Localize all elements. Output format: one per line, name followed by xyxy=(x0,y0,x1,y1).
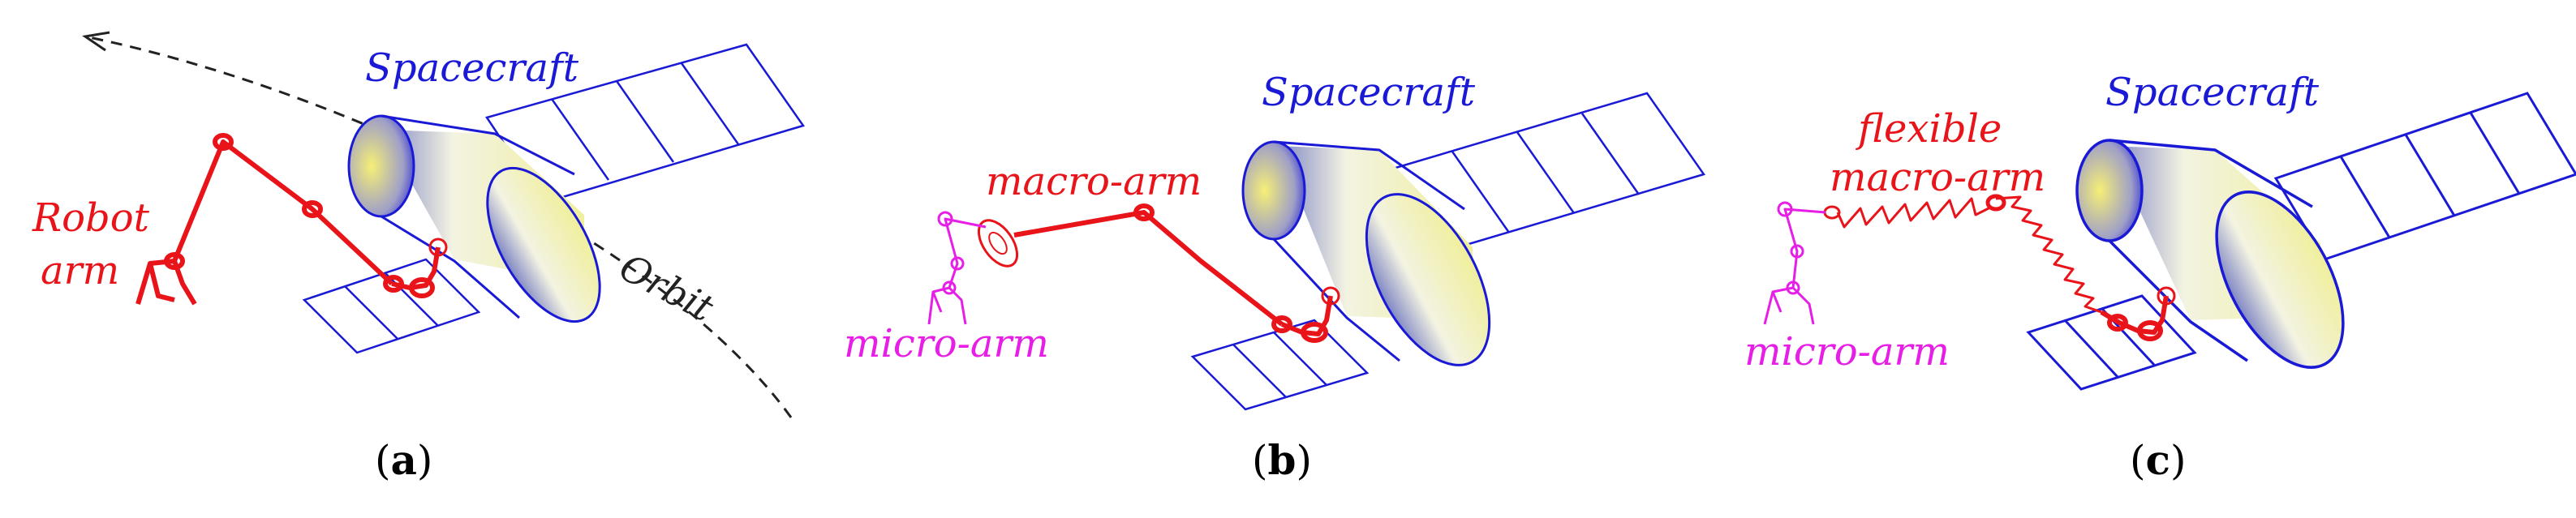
micro-arm-label: micro-arm xyxy=(844,321,1049,366)
robot-arm-label-line1: Robot xyxy=(32,195,150,241)
panel-c: Spacecraft flexible macro-arm micro-arm … xyxy=(1744,70,2576,484)
spacecraft-label: Spacecraft xyxy=(365,45,579,91)
micro-arm xyxy=(1763,201,1826,325)
robot-arm xyxy=(135,133,448,306)
orbit-arrow-icon xyxy=(82,31,110,52)
orbit-label: Orbit xyxy=(613,245,721,330)
spacecraft-label: Spacecraft xyxy=(2105,70,2320,115)
spacecraft-label: Spacecraft xyxy=(1262,70,1476,115)
spacecraft-body xyxy=(1241,140,1491,366)
caption-a: (a) xyxy=(375,436,432,484)
orbit-curve xyxy=(84,35,793,418)
flexible-label-line2: macro-arm xyxy=(1830,155,2045,200)
spacecraft-body xyxy=(2075,139,2345,369)
micro-arm xyxy=(927,211,987,325)
flexible-label-line1: flexible xyxy=(1856,106,2002,152)
caption-b: (b) xyxy=(1252,436,1312,484)
caption-c: (c) xyxy=(2130,436,2186,484)
panel-b: Spacecraft macro-arm micro-arm (b) xyxy=(844,70,1706,484)
macro-arm xyxy=(977,203,1340,343)
micro-arm-label: micro-arm xyxy=(1744,329,1950,375)
robot-arm-label-line2: arm xyxy=(41,248,119,293)
panel-a: Spacecraft Robot arm Orbit (a) xyxy=(32,31,806,484)
spacecraft-body xyxy=(347,114,601,323)
flexible-macro-arm xyxy=(1823,194,2176,341)
macro-arm-label: macro-arm xyxy=(986,159,1202,204)
